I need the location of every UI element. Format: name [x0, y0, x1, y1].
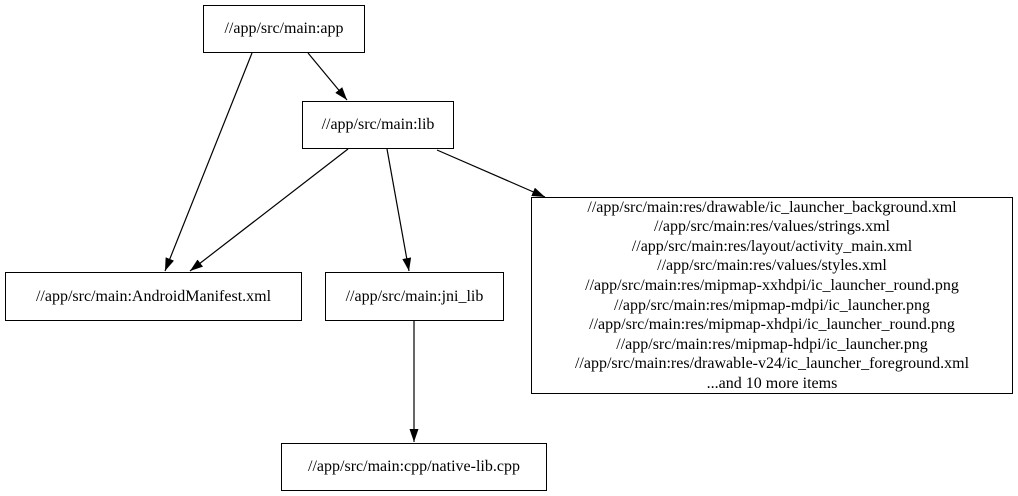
graph-node-resource-files: //app/src/main:res/drawable/ic_launcher_…	[531, 197, 1013, 394]
resource-line: //app/src/main:res/drawable/ic_launcher_…	[587, 198, 957, 216]
edge-app-to-lib	[307, 52, 348, 101]
resource-line: //app/src/main:res/mipmap-xhdpi/ic_launc…	[589, 316, 955, 334]
resource-line: //app/src/main:res/drawable-v24/ic_launc…	[574, 355, 970, 373]
node-label: //app/src/main:AndroidManifest.xml	[35, 287, 272, 305]
node-label: //app/src/main:cpp/native-lib.cpp	[308, 458, 520, 476]
node-label: //app/src/main:app	[224, 20, 344, 38]
resource-line: //app/src/main:res/values/strings.xml	[654, 218, 890, 236]
edge-lib-to-jni-lib	[386, 148, 412, 272]
resource-line: //app/src/main:res/mipmap-hdpi/ic_launch…	[616, 335, 928, 353]
resource-line: //app/src/main:res/mipmap-xxhdpi/ic_laun…	[585, 276, 959, 294]
graph-node-android-manifest: //app/src/main:AndroidManifest.xml	[5, 272, 302, 321]
edge-app-to-manifest	[164, 52, 253, 272]
node-label: //app/src/main:jni_lib	[345, 287, 484, 305]
edge-lib-to-resources	[436, 149, 546, 198]
resource-line: //app/src/main:res/layout/activity_main.…	[631, 237, 913, 255]
graph-node-native-lib-cpp: //app/src/main:cpp/native-lib.cpp	[281, 443, 547, 491]
resource-line-more: ...and 10 more items	[706, 374, 838, 392]
node-label: //app/src/main:lib	[321, 116, 435, 134]
resource-line: //app/src/main:res/mipmap-mdpi/ic_launch…	[614, 296, 930, 314]
graph-node-app: //app/src/main:app	[203, 5, 365, 53]
graph-node-jni-lib: //app/src/main:jni_lib	[325, 272, 504, 321]
resource-line: //app/src/main:res/values/styles.xml	[657, 257, 887, 275]
graph-node-lib: //app/src/main:lib	[302, 101, 454, 149]
edge-lib-to-manifest	[189, 148, 349, 272]
